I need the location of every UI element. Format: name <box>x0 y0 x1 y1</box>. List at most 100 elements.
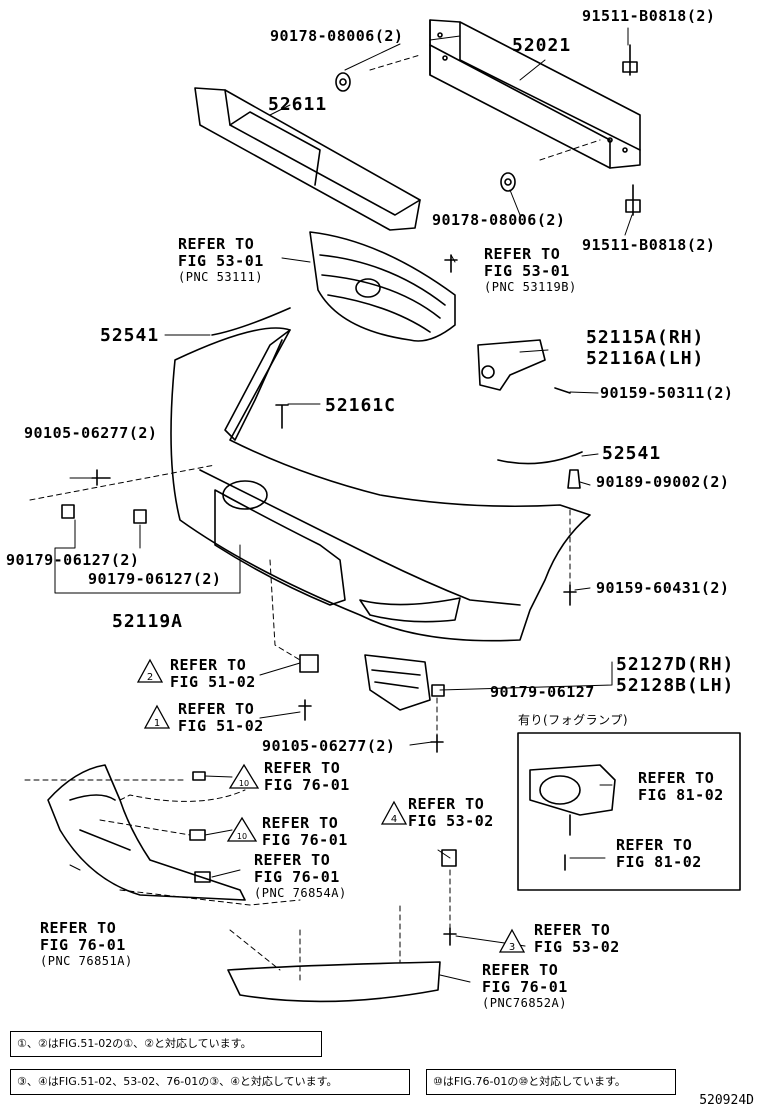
label-52161c: 52161C <box>325 395 397 416</box>
ref-76851-line2: FIG 76-01 <box>40 936 126 954</box>
footnote-2: ③、④はFIG.51-02、53-02、76-01の③、④と対応しています。 <box>10 1069 410 1095</box>
ref-grille-left: REFER TO FIG 53-01 (PNC 53111) <box>178 235 264 285</box>
ref-10a-line1: REFER TO <box>264 759 341 777</box>
lower-spoiler <box>227 961 441 1003</box>
label-52021: 52021 <box>512 35 572 56</box>
ref-3-line1: REFER TO <box>534 921 611 939</box>
label-90179-b: 90179-06127(2) <box>88 570 222 588</box>
clip-b <box>133 509 147 524</box>
clip-f <box>189 829 206 841</box>
ref-76851-pnc: (PNC 76851A) <box>40 954 133 968</box>
bolt-upper <box>622 44 638 76</box>
nut-90189 <box>567 469 581 489</box>
ref-76854: REFER TO FIG 76-01 (PNC 76854A) <box>254 851 347 901</box>
clip-h <box>194 871 211 883</box>
marker-1: 1 <box>154 718 160 729</box>
ref-10a: REFER TO FIG 76-01 <box>264 760 350 794</box>
label-90189: 90189-09002(2) <box>596 473 730 491</box>
screw-grille <box>444 254 458 273</box>
label-91511-top: 91511-B0818(2) <box>582 7 716 25</box>
ref-1: REFER TO FIG 51-02 <box>178 701 264 735</box>
ref-76852-line2: FIG 76-01 <box>482 978 568 996</box>
label-52128b: 52128B(LH) <box>616 675 735 696</box>
clip-g <box>192 771 206 781</box>
label-90105-top: 90105-06277(2) <box>24 424 158 442</box>
marker-10a: 10 <box>239 779 249 788</box>
screw-90105-bot <box>430 734 444 753</box>
fog-lamp-note: 有り(フォグランプ) <box>518 713 629 727</box>
screw-90105-top <box>91 469 111 486</box>
ref-4: REFER TO FIG 53-02 <box>408 796 494 830</box>
marker-4: 4 <box>391 814 397 825</box>
ref-10b: REFER TO FIG 76-01 <box>262 815 348 849</box>
clip-a <box>61 504 75 519</box>
fog-cover <box>364 654 431 711</box>
ref-76852-line1: REFER TO <box>482 961 559 979</box>
ref-10b-line2: FIG 76-01 <box>262 831 348 849</box>
ref-76854-line1: REFER TO <box>254 851 331 869</box>
ref-2-line2: FIG 51-02 <box>170 673 256 691</box>
label-52611: 52611 <box>268 94 328 115</box>
screw-ref3 <box>443 927 457 946</box>
ref-4-line1: REFER TO <box>408 795 485 813</box>
label-52541-left: 52541 <box>100 325 160 346</box>
label-90178-mid: 90178-08006(2) <box>432 211 566 229</box>
ref-fog-a-line1: REFER TO <box>638 769 715 787</box>
side-bracket <box>477 339 546 391</box>
ref-grille-left-line2: FIG 53-01 <box>178 252 264 270</box>
ref-76852-pnc: (PNC76852A) <box>482 996 567 1010</box>
ref-1-line2: FIG 51-02 <box>178 717 264 735</box>
ref-grille-left-pnc: (PNC 53111) <box>178 270 263 284</box>
energy-absorber <box>194 87 421 231</box>
marker-10b: 10 <box>237 832 247 841</box>
screw-90105-mid <box>298 699 312 721</box>
label-52115a: 52115A(RH) <box>586 327 705 348</box>
seal-left <box>211 307 291 336</box>
screw-90159-60431 <box>563 584 577 606</box>
ref-76852: REFER TO FIG 76-01 (PNC76852A) <box>482 961 568 1011</box>
ref-4-line2: FIG 53-02 <box>408 812 494 830</box>
ref-1-line1: REFER TO <box>178 700 255 718</box>
footnote-3: ⑩はFIG.76-01の⑩と対応しています。 <box>426 1069 676 1095</box>
label-90105-bot: 90105-06277(2) <box>262 737 396 755</box>
label-90179-a: 90179-06127(2) <box>6 551 140 569</box>
seal-right <box>497 451 583 465</box>
ref-76854-pnc: (PNC 76854A) <box>254 886 347 900</box>
screw-52161c <box>275 404 289 429</box>
ref-grille-right-line2: FIG 53-01 <box>484 262 570 280</box>
ref-grille-left-line1: REFER TO <box>178 235 255 253</box>
label-52116a: 52116A(LH) <box>586 348 705 369</box>
ref-3-line2: FIG 53-02 <box>534 938 620 956</box>
ref-76851: REFER TO FIG 76-01 (PNC 76851A) <box>40 920 133 969</box>
ref-fog-b: REFER TO FIG 81-02 <box>616 837 702 871</box>
ref-10b-line1: REFER TO <box>262 814 339 832</box>
label-90179-c: 90179-06127 <box>490 683 595 701</box>
marker-2: 2 <box>147 672 153 683</box>
bumper-reinforcement <box>429 19 641 169</box>
bolt-lower <box>625 184 641 216</box>
ref-grille-right-line1: REFER TO <box>484 245 561 263</box>
ref-fog-a: REFER TO FIG 81-02 <box>638 770 724 804</box>
ref-3: REFER TO FIG 53-02 <box>534 922 620 956</box>
label-52127d: 52127D(RH) <box>616 654 735 675</box>
marker-2-triangle <box>136 658 164 683</box>
ref-fog-b-line1: REFER TO <box>616 836 693 854</box>
ref-2-line1: REFER TO <box>170 656 247 674</box>
ref-grille-right: REFER TO FIG 53-01 (PNC 53119B) <box>484 245 577 295</box>
ref-10a-line2: FIG 76-01 <box>264 776 350 794</box>
label-90159-50311: 90159-50311(2) <box>600 384 734 402</box>
ref-2: REFER TO FIG 51-02 <box>170 657 256 691</box>
clip-c <box>299 654 319 673</box>
bumper-cover <box>170 327 591 642</box>
marker-10b-triangle <box>226 816 258 842</box>
marker-1-triangle <box>143 704 171 729</box>
clip-e <box>441 849 457 867</box>
screw-90159-50311 <box>554 387 571 394</box>
footnote-1: ①、②はFIG.51-02の①、②と対応しています。 <box>10 1031 322 1057</box>
clip-d <box>431 684 445 697</box>
ref-fog-b-line2: FIG 81-02 <box>616 853 702 871</box>
marker-3-triangle <box>498 928 526 953</box>
nut-lower <box>500 172 516 192</box>
nut-upper <box>335 72 351 92</box>
